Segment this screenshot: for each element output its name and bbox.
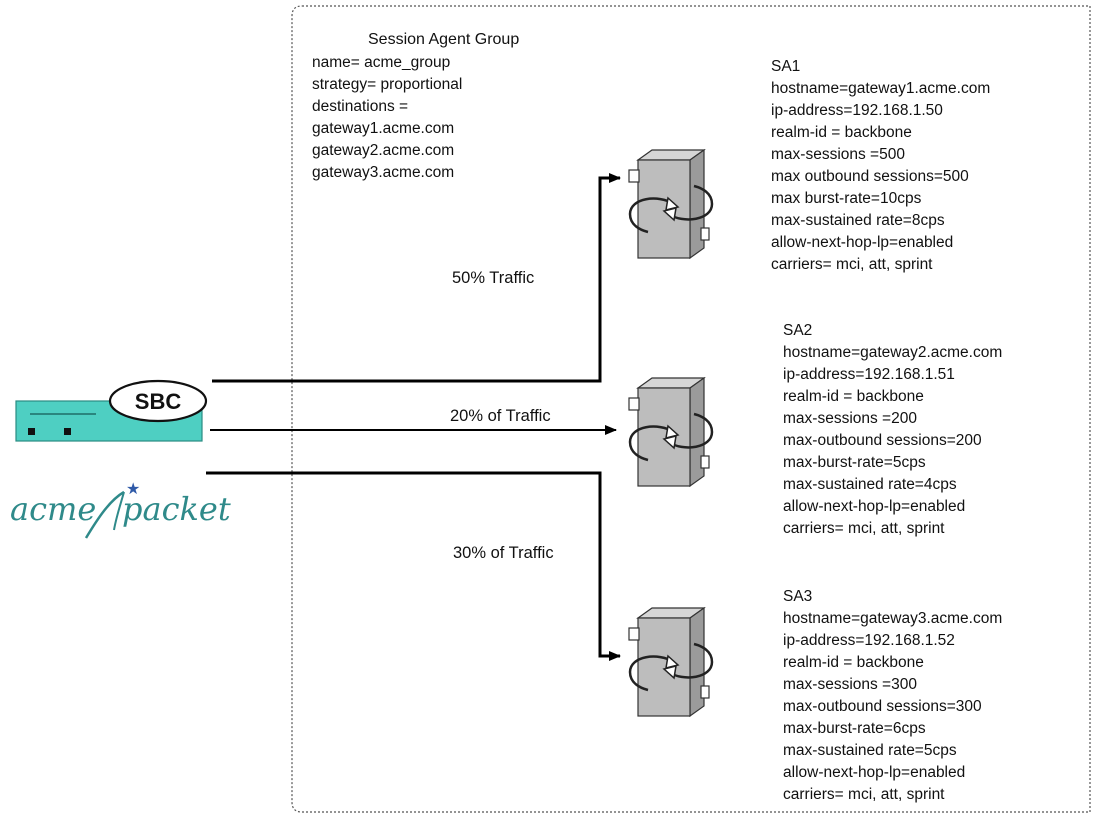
gateway-sa3-icon xyxy=(627,606,714,718)
sa1-max-sustained-rate: max-sustained rate=8cps xyxy=(771,212,945,229)
sa1-name: SA1 xyxy=(771,58,801,75)
traffic-label-sa3: 30% of Traffic xyxy=(453,544,554,562)
group-destination-2: gateway2.acme.com xyxy=(312,142,455,159)
sa3-max-sustained-rate: max-sustained rate=5cps xyxy=(783,742,957,759)
group-config: name= acme_group strategy= proportional … xyxy=(312,52,462,184)
sa2-carriers: carriers= mci, att, sprint xyxy=(783,520,945,537)
sa2-realm-id: realm-id = backbone xyxy=(783,388,924,405)
sa1-allow-next-hop: allow-next-hop-lp=enabled xyxy=(771,234,954,251)
group-destination-1: gateway1.acme.com xyxy=(312,120,455,137)
sa2-max-sustained-rate: max-sustained rate=4cps xyxy=(783,476,957,493)
group-line-destinations: destinations = xyxy=(312,98,409,115)
group-destination-3: gateway3.acme.com xyxy=(312,164,455,181)
sa3-details: SA3 hostname=gateway3.acme.com ip-addres… xyxy=(783,586,1002,806)
sa3-max-outbound-sessions: max-outbound sessions=300 xyxy=(783,698,982,715)
sa2-ip-address: ip-address=192.168.1.51 xyxy=(783,366,955,383)
gateway-sa2-icon xyxy=(627,376,714,488)
sa2-max-burst-rate: max-burst-rate=5cps xyxy=(783,454,926,471)
sa1-ip-address: ip-address=192.168.1.50 xyxy=(771,102,943,119)
sbc-label: SBC xyxy=(135,389,182,414)
sa3-allow-next-hop: allow-next-hop-lp=enabled xyxy=(783,764,966,781)
sa1-max-sessions: max-sessions =500 xyxy=(771,146,905,163)
sa3-max-sessions: max-sessions =300 xyxy=(783,676,917,693)
sa2-name: SA2 xyxy=(783,322,813,339)
sbc-device-icon: SBC xyxy=(15,379,208,442)
logo-word-acme: acme xyxy=(10,490,97,528)
acme-packet-logo: acme ★ packet xyxy=(10,480,231,540)
group-title: Session Agent Group xyxy=(368,31,520,48)
route-to-sa3 xyxy=(206,471,621,661)
group-line-strategy: strategy= proportional xyxy=(312,76,463,93)
sa3-carriers: carriers= mci, att, sprint xyxy=(783,786,945,803)
sa3-max-burst-rate: max-burst-rate=6cps xyxy=(783,720,926,737)
sa2-details: SA2 hostname=gateway2.acme.com ip-addres… xyxy=(783,320,1002,540)
gateway-sa1-icon xyxy=(627,148,714,260)
sa3-name: SA3 xyxy=(783,588,813,605)
sa3-hostname: hostname=gateway3.acme.com xyxy=(783,610,1003,627)
sa2-allow-next-hop: allow-next-hop-lp=enabled xyxy=(783,498,966,515)
traffic-label-sa2: 20% of Traffic xyxy=(450,407,551,425)
sa3-ip-address: ip-address=192.168.1.52 xyxy=(783,632,955,649)
traffic-label-sa1: 50% Traffic xyxy=(452,269,535,287)
sa1-hostname: hostname=gateway1.acme.com xyxy=(771,80,991,97)
logo-word-packet: packet xyxy=(122,490,231,528)
sa1-max-burst-rate: max burst-rate=10cps xyxy=(771,190,922,207)
sa2-hostname: hostname=gateway2.acme.com xyxy=(783,344,1003,361)
sa1-details: SA1 hostname=gateway1.acme.com ip-addres… xyxy=(771,56,990,276)
group-line-name: name= acme_group xyxy=(312,54,451,71)
sa1-max-outbound-sessions: max outbound sessions=500 xyxy=(771,168,969,185)
sa1-carriers: carriers= mci, att, sprint xyxy=(771,256,933,273)
logo-swoosh-icon: ★ xyxy=(84,480,140,539)
sa2-max-sessions: max-sessions =200 xyxy=(783,410,917,427)
sa1-realm-id: realm-id = backbone xyxy=(771,124,912,141)
sa2-max-outbound-sessions: max-outbound sessions=200 xyxy=(783,432,982,449)
logo-star-icon: ★ xyxy=(126,480,140,498)
sa3-realm-id: realm-id = backbone xyxy=(783,654,924,671)
route-to-sa1 xyxy=(212,173,621,383)
